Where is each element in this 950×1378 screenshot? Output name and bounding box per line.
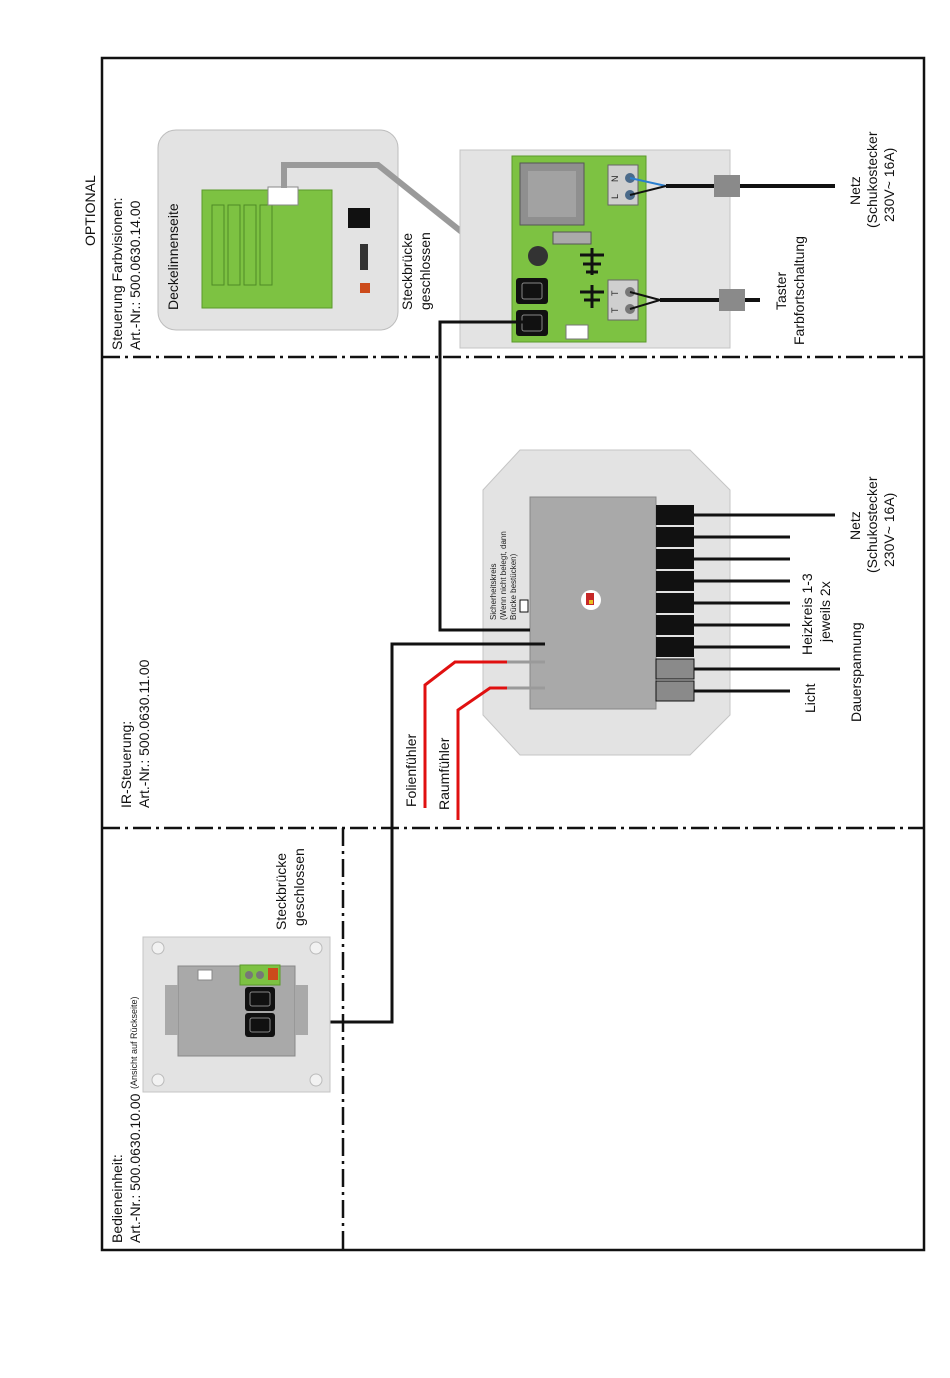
folienfuehler-wire <box>423 660 545 808</box>
heizkreis-label-1: Heizkreis 1-3 <box>799 573 815 655</box>
lid-chip <box>348 208 370 228</box>
bedien-contact-2 <box>256 971 264 979</box>
power-wire-brown <box>629 185 667 196</box>
ferrite-choke <box>580 248 604 308</box>
lid-connector <box>360 244 368 270</box>
safety-circuit-label-3: Brücke bestücken) <box>509 553 518 620</box>
power-wire-blue <box>629 177 667 187</box>
bedien-rj-socket-lower <box>245 1013 275 1037</box>
optional-label: OPTIONAL <box>82 175 98 246</box>
bedien-view-note: (Ansicht auf Rückseite) <box>129 996 139 1089</box>
ir-status-led-yellow <box>589 600 593 604</box>
farbvisionen-relay <box>552 231 592 245</box>
ir-output-terminals <box>655 505 695 702</box>
bedien-connector-white <box>197 969 213 981</box>
farbvisionen-netz-label: Netz <box>847 176 863 205</box>
terminal-t1-label: T <box>610 290 620 296</box>
ir-art: Art.-Nr.: 500.0630.11.00 <box>136 659 152 808</box>
bedien-art: Art.-Nr.: 500.0630.10.00 <box>127 1093 143 1243</box>
bedien-bridge-label-2: geschlossen <box>291 848 307 926</box>
ir-netz-label: Netz <box>847 511 863 540</box>
bedien-mount-hole-4 <box>309 1073 323 1087</box>
farbvisionen-capacitor <box>528 246 548 266</box>
terminal-block-taster <box>607 279 639 321</box>
farbvisionen-netz-rating: 230V~ 16A) <box>881 148 897 222</box>
terminal-t2-label: T <box>610 307 620 313</box>
ir-status-led <box>586 593 594 605</box>
rj-socket-upper <box>516 278 548 304</box>
bedien-mount-hole-2 <box>309 941 323 955</box>
ir-netz-rating: 230V~ 16A) <box>881 493 897 567</box>
lid-label: Deckelinnenseite <box>165 203 181 310</box>
lid-board-plug <box>267 186 299 206</box>
taster-label-1: Taster <box>773 272 789 310</box>
power-cable-gland <box>714 175 740 197</box>
bedien-bridge <box>268 968 278 980</box>
safety-circuit-label-2: (Wenn nicht belegt, dann <box>499 531 508 620</box>
heizkreis-label-2: jeweils 2x <box>817 581 833 643</box>
taster-wire-1 <box>629 291 661 301</box>
bedien-bridge-label-1: Steckbrücke <box>273 853 289 930</box>
terminal-n-label: N <box>610 176 620 183</box>
taster-label-2: Farbfortschaltung <box>791 236 807 345</box>
lid-bridge-label-1: Steckbrücke <box>399 233 415 310</box>
bedien-module <box>177 965 296 1057</box>
lid-bridge <box>360 283 370 293</box>
farbvisionen-title: Steuerung Farbvisionen: <box>109 197 125 350</box>
bedien-mount-hole-1 <box>151 941 165 955</box>
ir-netz-plug: (Schukostecker <box>864 476 880 573</box>
bedien-contact-1 <box>245 971 253 979</box>
farbvisionen-art: Art.-Nr.: 500.0630.14.00 <box>127 200 143 350</box>
bus-cable-farbvisionen <box>438 320 530 632</box>
outer-frame <box>100 56 926 1252</box>
safety-circuit-label-1: Sicherheitskreis <box>489 564 498 620</box>
taster-wire-2 <box>629 299 661 310</box>
terminal-l-label: L <box>610 194 620 199</box>
dauerspannung-label: Dauerspannung <box>848 622 864 722</box>
bedien-mount-hole-3 <box>151 1073 165 1087</box>
bedien-rj-socket-upper <box>245 987 275 1011</box>
ir-output-wires <box>694 513 840 693</box>
bedien-module-left-tab <box>165 985 178 1035</box>
safety-circuit-jumper <box>519 599 529 613</box>
bedien-module-right-tab <box>295 985 308 1035</box>
lid-bridge-label-2: geschlossen <box>417 232 433 310</box>
lid-board <box>201 189 333 309</box>
raumfuehler-label: Raumfühler <box>436 737 452 810</box>
folienfuehler-label: Folienfühler <box>403 734 419 807</box>
taster-cable-gland <box>719 289 745 311</box>
lid-led-matrix <box>211 204 273 286</box>
transformer-core <box>528 171 576 217</box>
farbvisionen-ribbon-plug <box>565 324 589 340</box>
farbvisionen-netz-plug: (Schukostecker <box>864 131 880 228</box>
bedien-title: Bedieneinheit: <box>109 1154 125 1243</box>
ir-title: IR-Steuerung: <box>118 721 134 808</box>
licht-label: Licht <box>802 683 818 713</box>
